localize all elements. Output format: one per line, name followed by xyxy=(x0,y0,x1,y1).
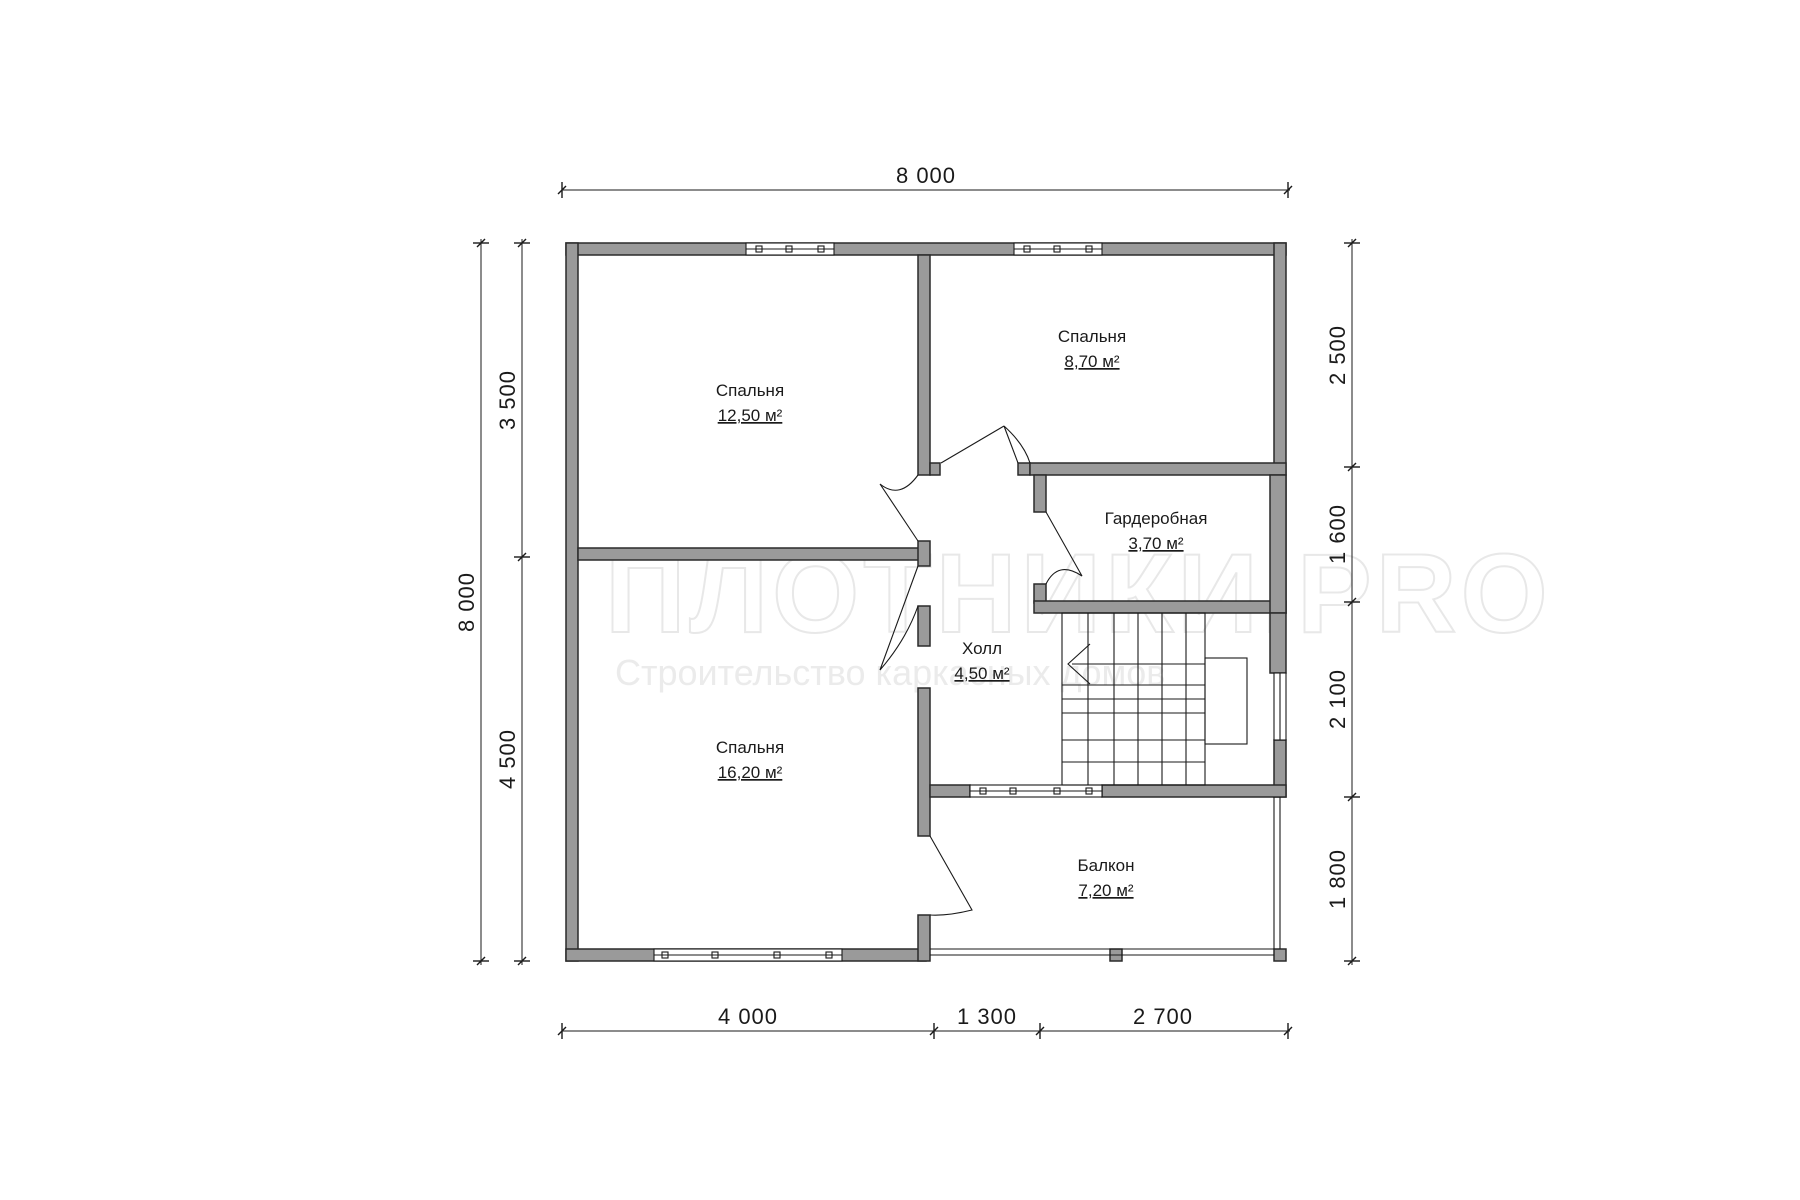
dim-top-total: 8 000 xyxy=(896,163,956,188)
door-swing xyxy=(879,565,919,671)
wall-hall-left-stub2 xyxy=(917,605,931,647)
balcony-post xyxy=(1273,948,1287,962)
dim-right-1: 2 500 xyxy=(1325,325,1350,385)
wall-hall-left-upper xyxy=(917,254,931,476)
room-area-wardrobe: 3,70 м² xyxy=(1128,534,1183,553)
door-jamb xyxy=(929,462,941,476)
dim-bottom-1: 4 000 xyxy=(718,1004,778,1029)
room-area-hall: 4,50 м² xyxy=(954,664,1009,683)
doors xyxy=(879,425,1083,916)
wall-wardrobe-left-lower xyxy=(1033,583,1047,604)
dim-right-4: 1 800 xyxy=(1325,849,1350,909)
room-name-wardrobe: Гардеробная xyxy=(1105,509,1208,528)
room-name-bedroom-top-right: Спальня xyxy=(1058,327,1126,346)
dim-left-lower: 4 500 xyxy=(495,729,520,789)
stair-arrow xyxy=(1067,643,1205,685)
windows xyxy=(653,242,1287,962)
wall-hall-left-stub4 xyxy=(917,914,931,962)
outer-wall-left xyxy=(565,242,579,962)
dim-bottom-2: 1 300 xyxy=(957,1004,1017,1029)
wall-balcony-top-left xyxy=(929,784,971,798)
room-area-bedroom-bottom: 16,20 м² xyxy=(718,763,783,782)
dim-right-3: 2 100 xyxy=(1325,669,1350,729)
wall-bedrooms-divider xyxy=(577,547,923,561)
walls xyxy=(565,242,1287,962)
wall-small-bedroom-bottom xyxy=(1029,462,1287,476)
outer-wall-top xyxy=(565,242,1287,256)
wall-stair-right xyxy=(1269,612,1287,674)
wall-wardrobe-bottom xyxy=(1033,600,1287,614)
door-swing xyxy=(1045,511,1083,585)
wall-hall-left-stub1 xyxy=(917,540,931,567)
room-name-bedroom-top-left: Спальня xyxy=(716,381,784,400)
dim-bottom-3: 2 700 xyxy=(1133,1004,1193,1029)
door-swing xyxy=(929,835,973,916)
door-swing xyxy=(1003,425,1031,464)
wall-wardrobe-left-upper xyxy=(1033,474,1047,513)
dim-left-total: 8 000 xyxy=(454,572,479,632)
wall-hall-left-stub3 xyxy=(917,687,931,837)
room-area-bedroom-top-left: 12,50 м² xyxy=(718,406,783,425)
wall-balcony-top-right xyxy=(1101,784,1287,798)
room-area-bedroom-top-right: 8,70 м² xyxy=(1064,352,1119,371)
wall-wardrobe-right xyxy=(1269,474,1287,614)
door-swing xyxy=(879,474,919,542)
room-labels: Спальня 12,50 м² Спальня 8,70 м² Гардеро… xyxy=(716,327,1208,900)
staircase xyxy=(1061,612,1248,786)
dim-left-upper: 3 500 xyxy=(495,370,520,430)
room-name-bedroom-bottom: Спальня xyxy=(716,738,784,757)
room-name-balcony: Балкон xyxy=(1077,856,1134,875)
room-name-hall: Холл xyxy=(962,639,1002,658)
dim-right-2: 1 600 xyxy=(1325,504,1350,564)
door-jamb xyxy=(1017,462,1031,476)
dimension-lines: 8 000 4 000 1 300 2 700 8 000 3 500 4 50… xyxy=(454,163,1360,1039)
room-area-balcony: 7,20 м² xyxy=(1078,881,1133,900)
